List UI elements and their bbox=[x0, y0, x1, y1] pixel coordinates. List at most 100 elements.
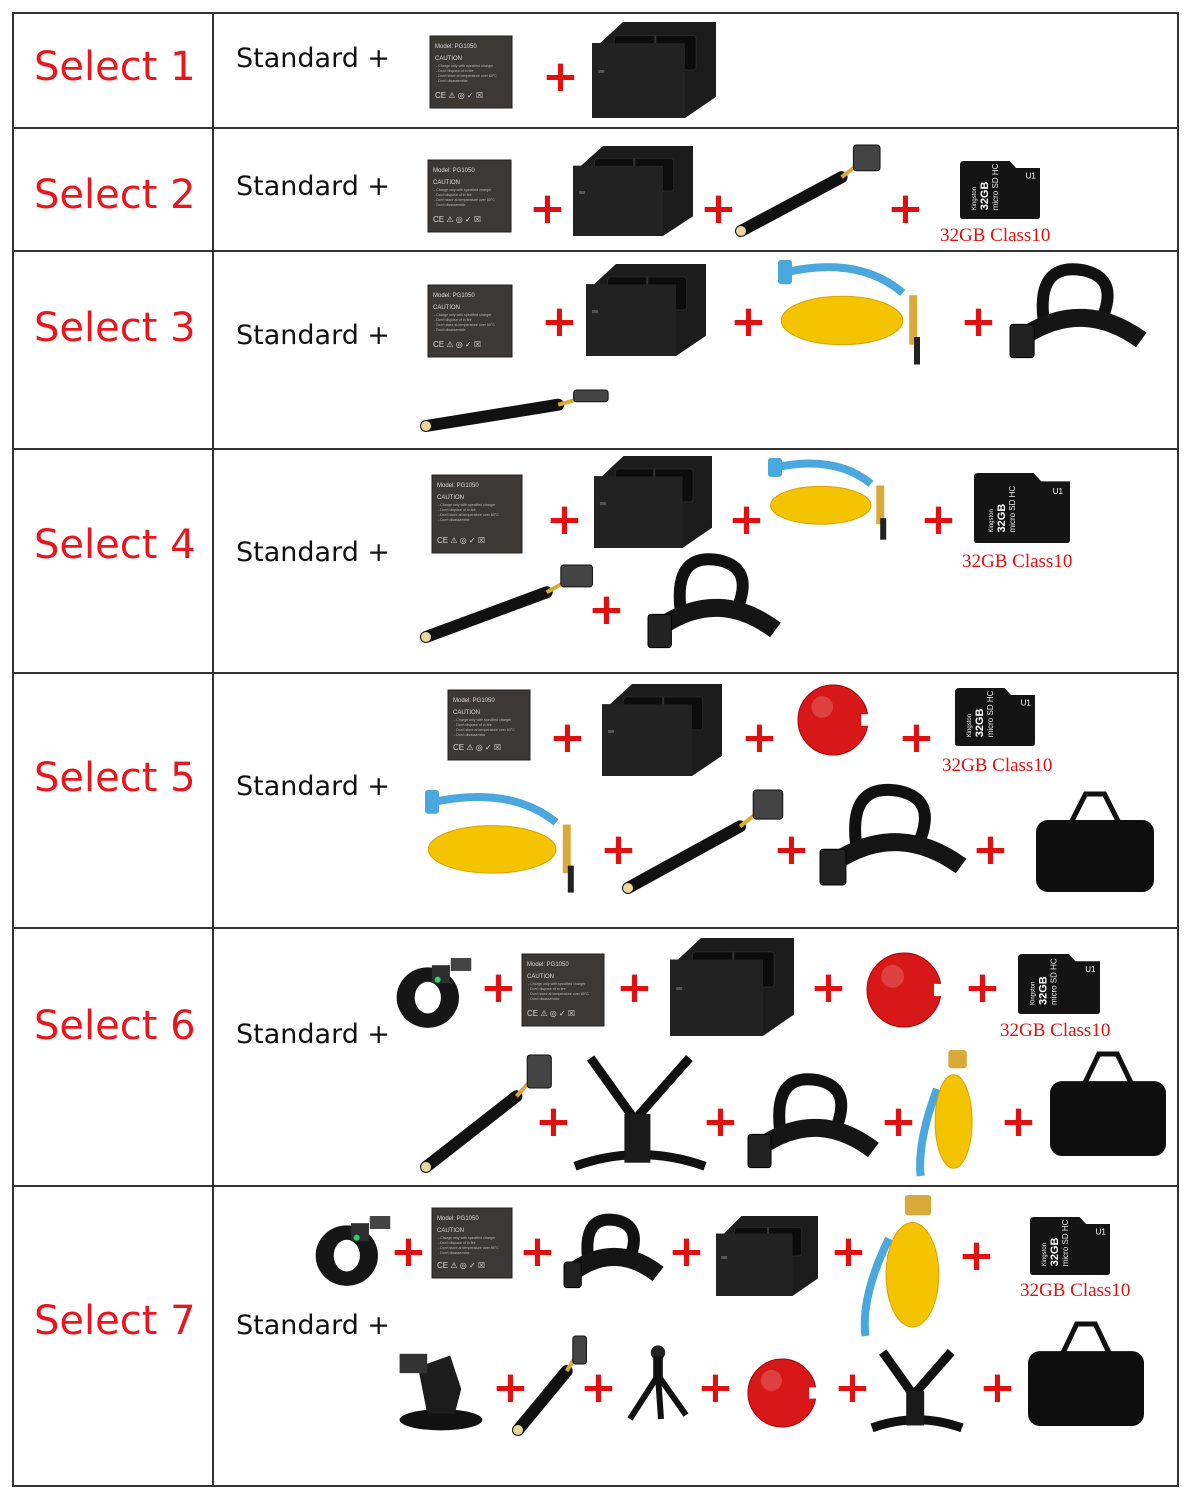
svg-text:CAUTION: CAUTION bbox=[435, 56, 462, 62]
plus-sign: + bbox=[580, 1362, 617, 1413]
sd-capacity-caption: 32GB Class10 bbox=[962, 551, 1073, 572]
svg-text:Model: PG1050: Model: PG1050 bbox=[435, 44, 477, 50]
standard-prefix: Standard + bbox=[236, 43, 391, 74]
svg-text:- Don't disassemble: - Don't disassemble bbox=[454, 733, 485, 737]
red-filter-icon bbox=[797, 684, 869, 756]
svg-text:- Charge only with specified c: - Charge only with specified charger bbox=[438, 1236, 496, 1240]
mini-tripod-icon bbox=[627, 1345, 689, 1421]
bundle-row-1 bbox=[14, 14, 1177, 129]
plus-sign: + bbox=[546, 494, 583, 545]
bundle-row-3 bbox=[14, 252, 1177, 450]
svg-text:- Don't disassemble: - Don't disassemble bbox=[438, 518, 469, 522]
svg-text:CE ⚠ ◎ ✓ ☒: CE ⚠ ◎ ✓ ☒ bbox=[437, 1261, 485, 1270]
svg-text:- Don't dispose of in fire: - Don't dispose of in fire bbox=[434, 193, 472, 197]
svg-text:- Don't disassemble: - Don't disassemble bbox=[438, 1251, 469, 1255]
monopod-icon bbox=[420, 1054, 552, 1173]
head-strap-icon bbox=[1009, 263, 1147, 359]
svg-text:micro SD HC: micro SD HC bbox=[1008, 486, 1017, 533]
svg-text:micro SD HC: micro SD HC bbox=[1049, 958, 1058, 1005]
svg-text:32GB: 32GB bbox=[979, 182, 991, 211]
plus-sign: + bbox=[958, 1230, 995, 1281]
bundle-table bbox=[12, 12, 1179, 1487]
svg-text:- Don't store at temperature o: - Don't store at temperature over 60°C bbox=[434, 323, 495, 327]
plus-sign: + bbox=[979, 1362, 1016, 1413]
plus-sign: + bbox=[541, 296, 578, 347]
floating-grip-icon bbox=[425, 790, 574, 893]
red-filter-icon bbox=[866, 952, 942, 1028]
svg-text:U1: U1 bbox=[1085, 965, 1096, 974]
svg-text:32GB: 32GB bbox=[996, 504, 1008, 533]
svg-text:- Don't store at temperature o: - Don't store at temperature over 60°C bbox=[438, 1246, 499, 1250]
plus-sign: + bbox=[600, 824, 637, 875]
plus-sign: + bbox=[880, 1096, 917, 1147]
svg-text:Kingston: Kingston bbox=[989, 509, 995, 532]
svg-text:32GB: 32GB bbox=[974, 709, 986, 738]
carry-case-icon bbox=[1028, 1321, 1144, 1426]
svg-text:U1: U1 bbox=[1053, 487, 1064, 496]
plus-sign: + bbox=[390, 1226, 427, 1277]
dual-charger-icon bbox=[716, 1216, 818, 1296]
svg-text:- Don't dispose of in fire: - Don't dispose of in fire bbox=[436, 69, 474, 73]
plus-sign: + bbox=[741, 712, 778, 763]
svg-text:- Don't disassemble: - Don't disassemble bbox=[436, 79, 467, 83]
floating-grip-icon bbox=[916, 1050, 973, 1177]
plus-sign: + bbox=[898, 712, 935, 763]
plus-sign: + bbox=[1000, 1096, 1037, 1147]
dual-charger-icon bbox=[602, 684, 722, 776]
plus-sign: + bbox=[830, 1226, 867, 1277]
plus-sign: + bbox=[616, 962, 653, 1013]
plus-sign: + bbox=[730, 296, 767, 347]
svg-text:U1: U1 bbox=[1096, 1227, 1107, 1236]
carry-case-icon bbox=[1050, 1051, 1166, 1156]
svg-text:CE ⚠ ◎ ✓ ☒: CE ⚠ ◎ ✓ ☒ bbox=[433, 215, 481, 224]
plus-sign: + bbox=[697, 1362, 734, 1413]
svg-text:32GB: 32GB bbox=[1037, 976, 1049, 1005]
svg-text:Kingston: Kingston bbox=[1042, 1243, 1048, 1266]
floating-grip-icon bbox=[860, 1195, 940, 1337]
svg-text:Kingston: Kingston bbox=[967, 714, 973, 737]
plus-sign: + bbox=[700, 183, 737, 234]
svg-text:Model: PG1050: Model: PG1050 bbox=[453, 698, 495, 704]
floating-grip-icon bbox=[768, 458, 887, 540]
svg-text:- Don't dispose of in fire: - Don't dispose of in fire bbox=[434, 318, 472, 322]
svg-text:CE ⚠ ◎ ✓ ☒: CE ⚠ ◎ ✓ ☒ bbox=[435, 91, 483, 100]
select-label: Select 1 bbox=[34, 44, 196, 90]
svg-text:Kingston: Kingston bbox=[972, 187, 978, 210]
svg-text:32GB: 32GB bbox=[1049, 1238, 1061, 1267]
svg-text:CAUTION: CAUTION bbox=[437, 1228, 464, 1234]
plus-sign: + bbox=[588, 584, 625, 635]
select-label: Select 6 bbox=[34, 1003, 196, 1049]
dual-charger-icon bbox=[670, 938, 794, 1036]
standard-prefix: Standard + bbox=[236, 1019, 391, 1050]
svg-text:CAUTION: CAUTION bbox=[527, 974, 554, 980]
plus-sign: + bbox=[887, 183, 924, 234]
svg-text:- Don't store at temperature o: - Don't store at temperature over 60°C bbox=[434, 198, 495, 202]
svg-text:- Don't dispose of in fire: - Don't dispose of in fire bbox=[438, 1241, 476, 1245]
svg-text:- Charge only with specified c: - Charge only with specified charger bbox=[434, 313, 492, 317]
svg-text:micro SD HC: micro SD HC bbox=[986, 690, 995, 737]
sd-capacity-caption: 32GB Class10 bbox=[1000, 1020, 1111, 1041]
svg-text:- Don't store at temperature o: - Don't store at temperature over 60°C bbox=[438, 513, 499, 517]
standard-prefix: Standard + bbox=[236, 1310, 391, 1341]
plus-sign: + bbox=[480, 962, 517, 1013]
select-label: Select 5 bbox=[34, 755, 196, 801]
standard-prefix: Standard + bbox=[236, 537, 391, 568]
column-divider bbox=[212, 14, 214, 1485]
svg-text:CAUTION: CAUTION bbox=[433, 180, 460, 186]
wrist-strap-icon bbox=[396, 958, 472, 1028]
svg-text:- Charge only with specified c: - Charge only with specified charger bbox=[528, 982, 586, 986]
sd-capacity-caption: 32GB Class10 bbox=[942, 755, 1053, 776]
bundle-row-6 bbox=[14, 929, 1177, 1187]
svg-text:- Charge only with specified c: - Charge only with specified charger bbox=[434, 188, 492, 192]
svg-text:Model: PG1050: Model: PG1050 bbox=[433, 293, 475, 299]
svg-text:- Don't disassemble: - Don't disassemble bbox=[434, 203, 465, 207]
svg-text:- Don't dispose of in fire: - Don't dispose of in fire bbox=[528, 987, 566, 991]
svg-text:micro SD HC: micro SD HC bbox=[1061, 1219, 1070, 1266]
